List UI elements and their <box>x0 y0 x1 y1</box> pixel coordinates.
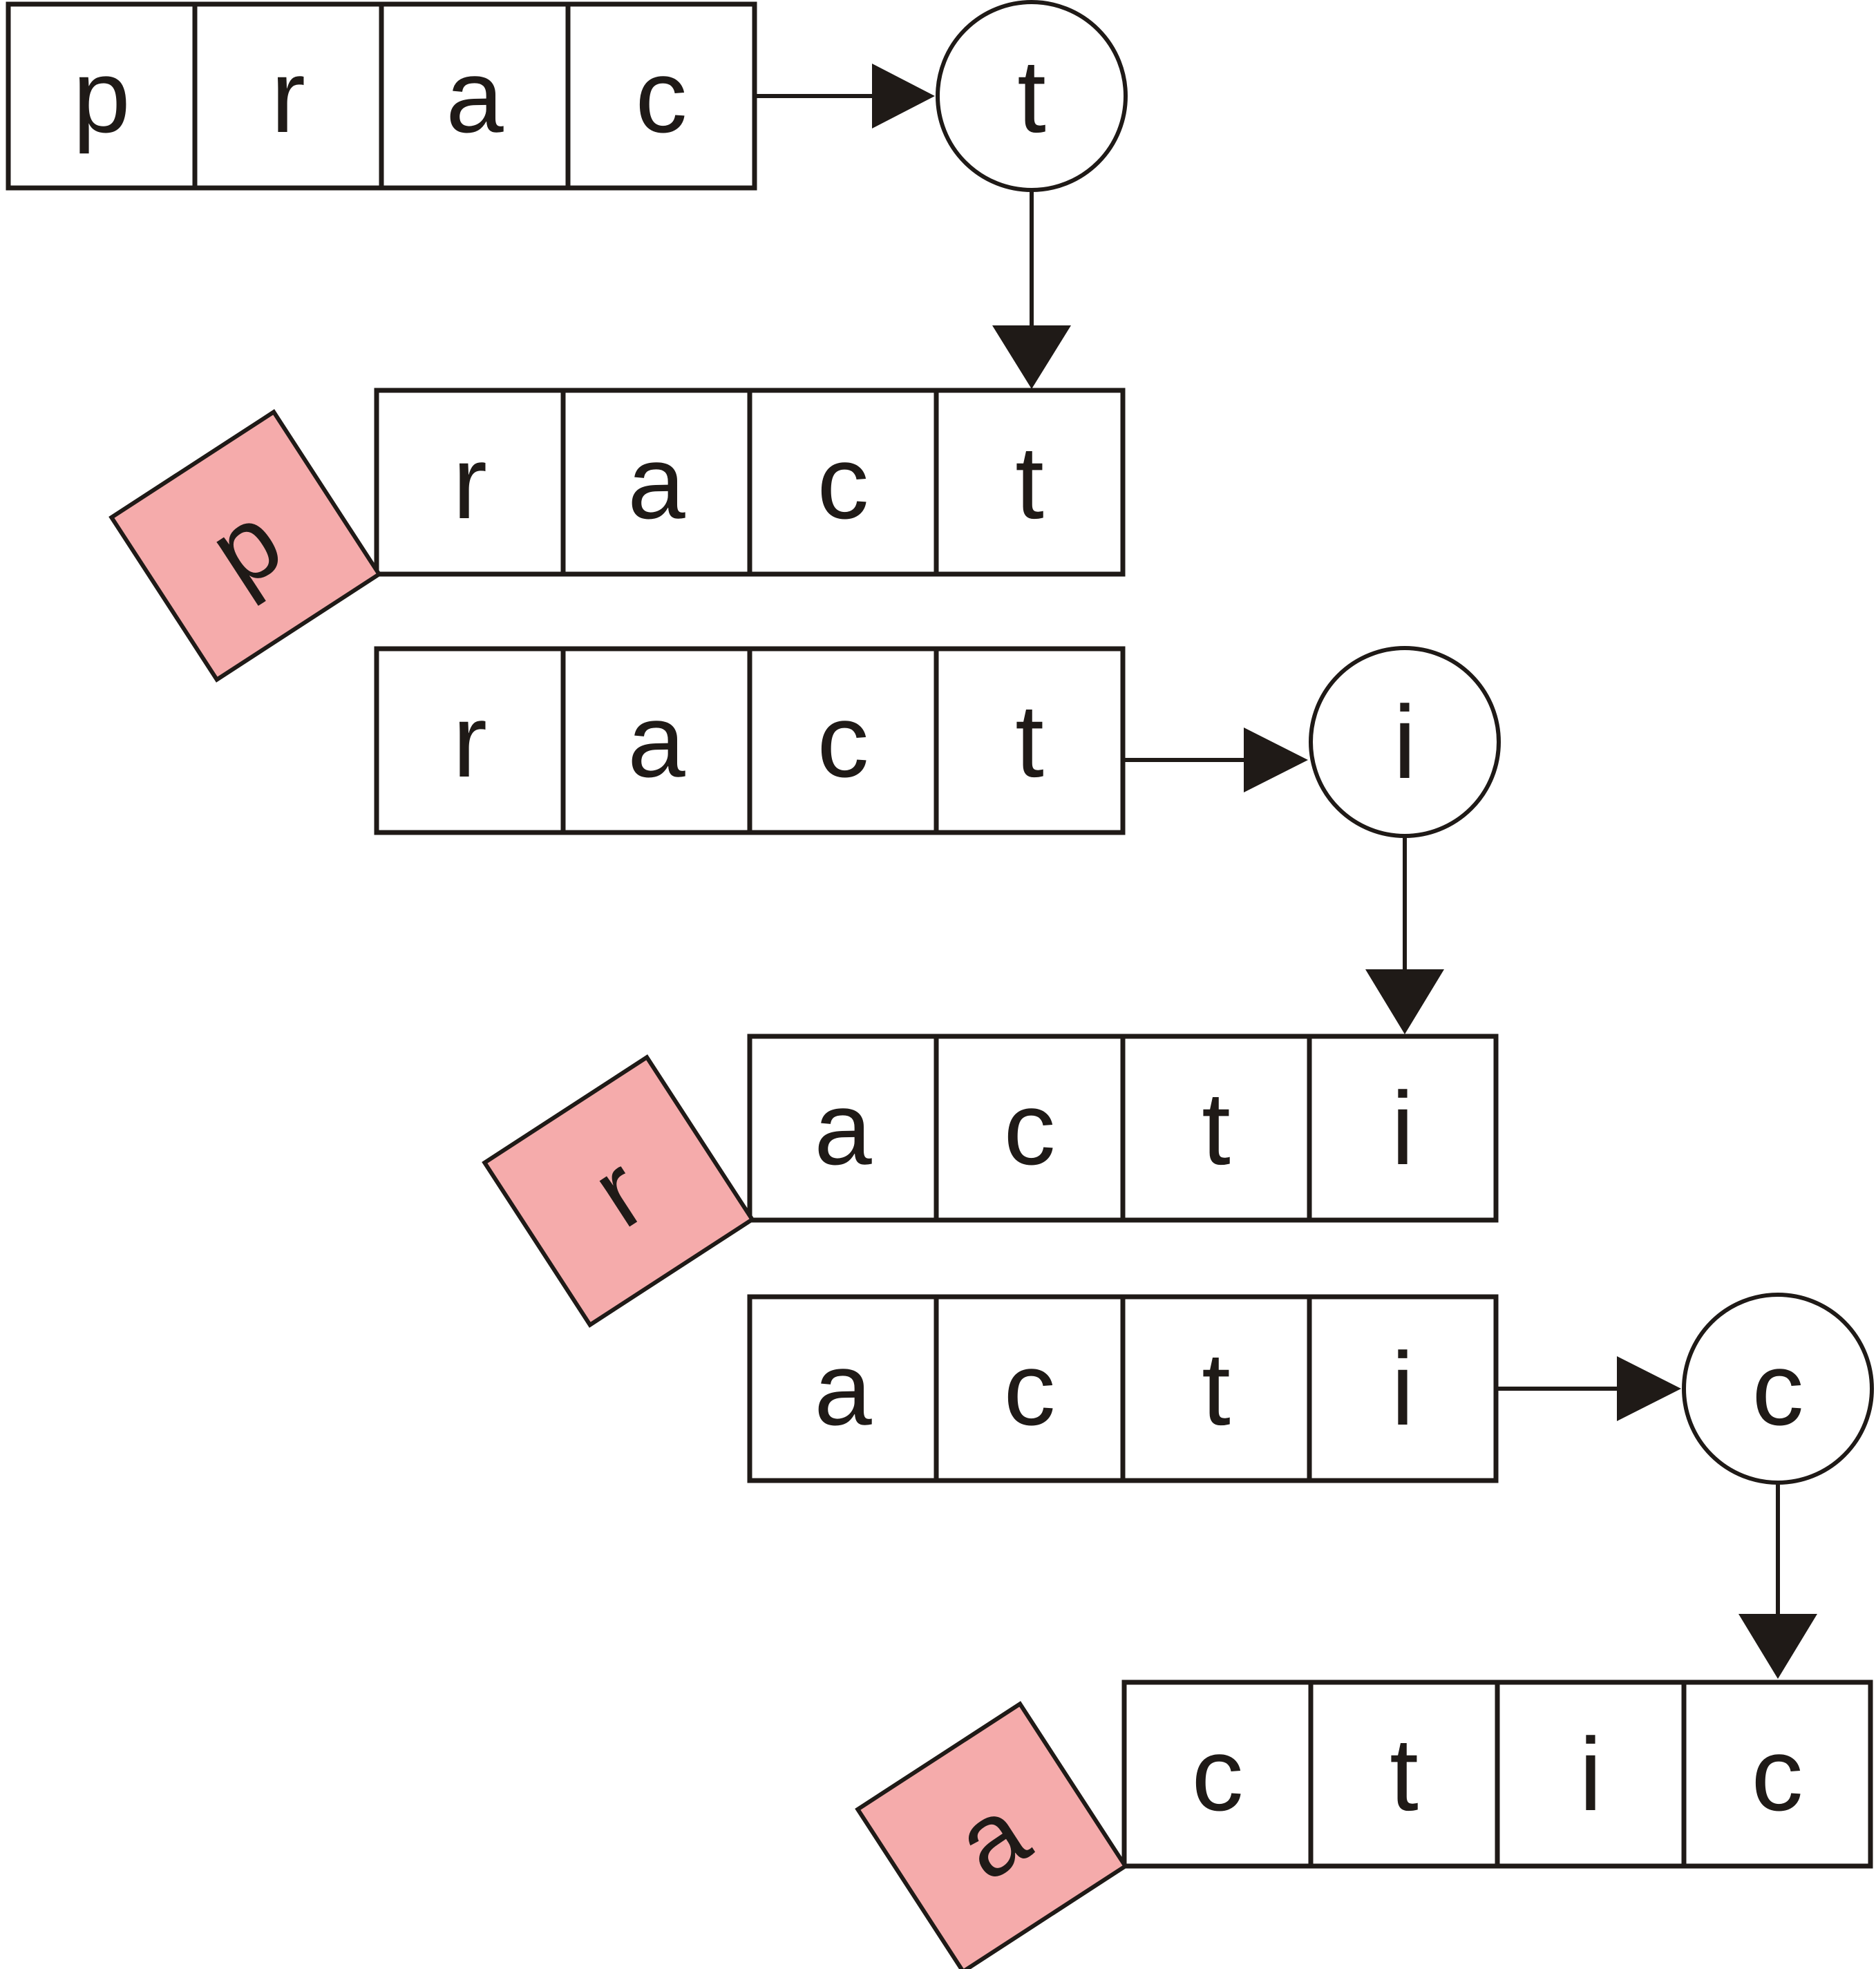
step-4-evicted: r <box>482 1054 755 1328</box>
window-cell: i <box>1307 1294 1499 1483</box>
cell-letter: a <box>627 683 685 799</box>
window-cell: t <box>934 646 1126 835</box>
arrow-down-head <box>992 325 1071 389</box>
arrow-right-head <box>1244 727 1308 792</box>
window-cell: t <box>934 388 1126 577</box>
evicted-box <box>855 1701 1128 1969</box>
cell-letter: a <box>814 1070 872 1186</box>
window-cell: c <box>747 388 939 577</box>
cell-letter: t <box>1202 1331 1231 1447</box>
window-cell: i <box>1307 1034 1499 1223</box>
window-cell: r <box>374 646 566 835</box>
cell-letter: a <box>446 38 504 154</box>
incoming-letter: c <box>1752 1331 1804 1447</box>
window-cell: a <box>379 1 571 191</box>
window-cell: c <box>1121 1680 1314 1869</box>
incoming-letter: i <box>1393 684 1416 800</box>
cell-letter: r <box>453 424 487 540</box>
window-cell: t <box>1120 1034 1312 1223</box>
arrow-down-head <box>1365 969 1444 1034</box>
arrow-right-head <box>872 64 935 129</box>
cell-letter: p <box>73 38 130 154</box>
window-cell: c <box>934 1034 1126 1223</box>
cell-letter: c <box>1752 1716 1803 1832</box>
window-cell: t <box>1308 1680 1500 1869</box>
evicted-box <box>482 1054 755 1328</box>
window-cell: r <box>374 388 566 577</box>
cell-letter: i <box>1579 1716 1602 1832</box>
cell-letter: t <box>1015 424 1044 540</box>
window-cell: c <box>747 646 939 835</box>
step-5-window: a c t i <box>747 1294 1499 1483</box>
window-cell: a <box>747 1034 939 1223</box>
cell-letter: c <box>817 683 869 799</box>
arrow-down-head <box>1738 1614 1817 1679</box>
step-4-window: a c t i <box>747 1034 1499 1223</box>
cell-letter: t <box>1015 683 1044 799</box>
cell-letter: a <box>627 424 685 540</box>
window-cell: t <box>1120 1294 1312 1483</box>
step-6-window: c t i c <box>1121 1680 1873 1869</box>
cell-letter: c <box>817 424 869 540</box>
window-cell: c <box>934 1294 1126 1483</box>
step-6-evicted: a <box>855 1701 1128 1969</box>
step-3-window: r a c t <box>374 646 1126 835</box>
window-cell: a <box>560 388 752 577</box>
window-cell: r <box>192 1 384 191</box>
cell-letter: i <box>1391 1070 1414 1186</box>
cell-letter: t <box>1390 1716 1419 1832</box>
step-2-window: r a c t <box>374 388 1126 577</box>
step-3-incoming: i <box>1309 646 1501 838</box>
arrow-right-head <box>1617 1356 1681 1421</box>
cell-letter: r <box>453 683 487 799</box>
evicted-box <box>108 409 382 683</box>
cell-letter: r <box>271 38 305 154</box>
cell-letter: c <box>1192 1716 1244 1832</box>
cell-letter: c <box>636 38 688 154</box>
step-1-incoming: t <box>936 0 1128 192</box>
step-2-evicted: p <box>108 409 382 683</box>
window-cell: c <box>1681 1680 1873 1869</box>
window-cell: a <box>747 1294 939 1483</box>
window-cell: a <box>560 646 752 835</box>
window-cell: p <box>6 1 198 191</box>
step-5-incoming: c <box>1682 1293 1874 1485</box>
cell-letter: c <box>1004 1070 1056 1186</box>
cell-letter: t <box>1202 1070 1231 1186</box>
incoming-letter: t <box>1017 38 1046 154</box>
window-cell: i <box>1495 1680 1687 1869</box>
cell-letter: i <box>1391 1331 1414 1447</box>
cell-letter: a <box>814 1331 872 1447</box>
step-1-window: p r a c <box>6 1 757 191</box>
cell-letter: c <box>1004 1331 1056 1447</box>
window-cell: c <box>565 1 757 191</box>
